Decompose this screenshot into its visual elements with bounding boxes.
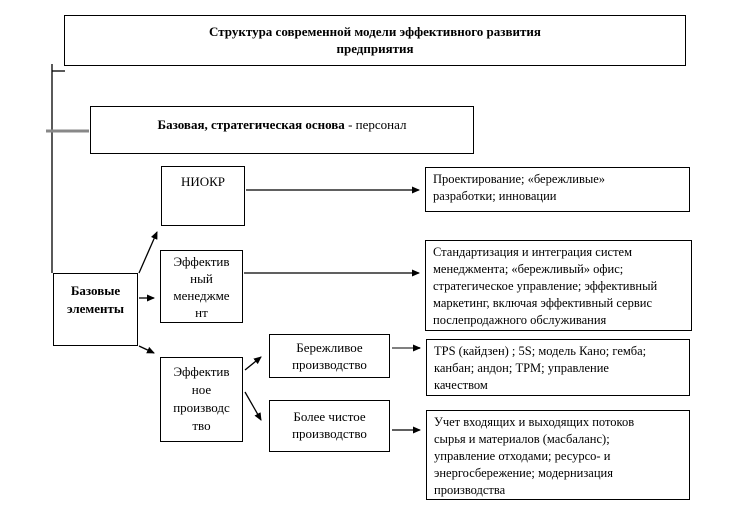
niokr-details-box: Проектирование; «бережливые» разработки;… [425, 167, 690, 212]
niokr-box: НИОКР [161, 166, 245, 226]
effective-production-box: Эффектив ное производс тво [160, 357, 243, 442]
arrow-production-to-cleaner [244, 391, 262, 421]
strategic-base-box: Базовая, стратегическая основа - персона… [90, 106, 474, 154]
base-elements-box: Базовые элементы [53, 273, 138, 346]
effective-management-box: Эффектив ный менеджме нт [160, 250, 243, 323]
management-details-box: Стандартизация и интеграция систем менед… [425, 240, 692, 331]
strategic-base-label: Базовая, стратегическая основа [157, 117, 345, 132]
lean-details-box: TPS (кайдзен) ; 5S; модель Кано; гемба; … [426, 339, 690, 396]
strategic-base-suffix: - персонал [344, 117, 407, 132]
cleaner-details-box: Учет входящих и выходящих потоков сырья … [426, 410, 690, 500]
diagram-title: Структура современной модели эффективног… [64, 15, 686, 66]
arrow-production-to-lean [244, 356, 262, 371]
cleaner-production-box: Более чистое производство [269, 400, 390, 452]
arrow-base-to-niokr [138, 231, 158, 274]
lean-production-box: Бережливое производство [269, 334, 390, 378]
arrow-base-to-production [138, 345, 155, 354]
